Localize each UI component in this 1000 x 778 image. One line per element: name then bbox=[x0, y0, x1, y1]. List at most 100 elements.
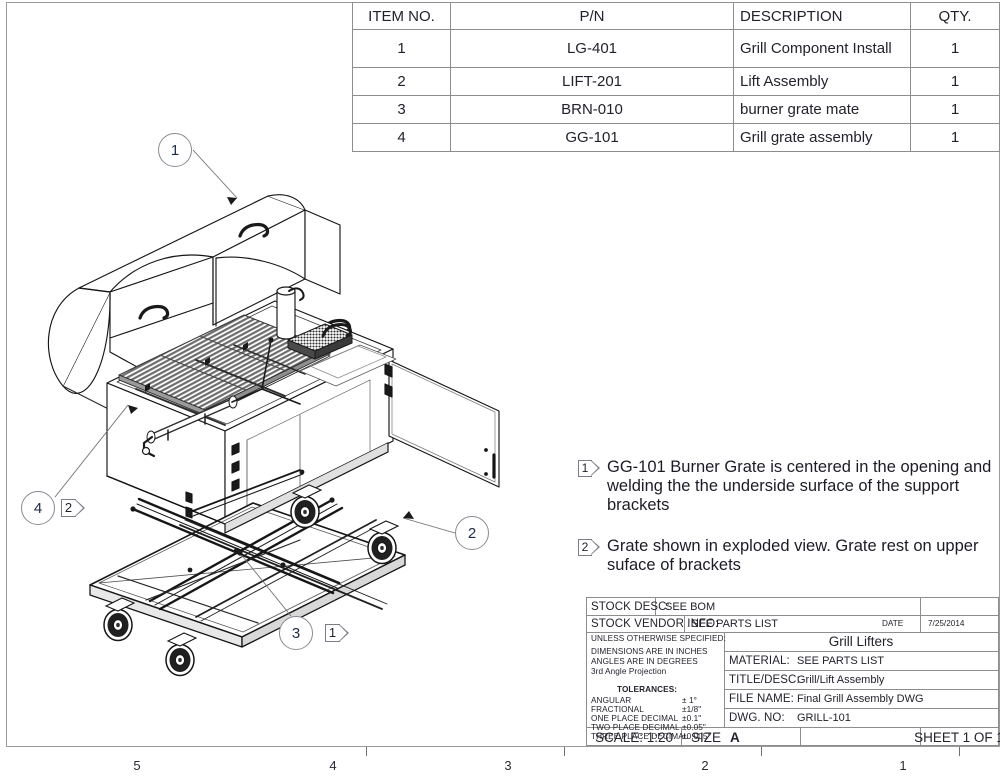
tolerance-label-angular: ANGULAR bbox=[591, 695, 632, 705]
material-value: SEE PARTS LIST bbox=[797, 654, 885, 667]
table-row: 1 LG-401 Grill Component Install 1 bbox=[352, 29, 1000, 68]
column-header-item-no: ITEM NO. bbox=[352, 2, 451, 30]
tolerance-value-three-place: ±0.005" bbox=[682, 731, 711, 741]
balloon-callout-4[interactable]: 4 bbox=[21, 491, 55, 525]
table-row: 4 GG-101 Grill grate assembly 1 bbox=[352, 123, 1000, 152]
cell-pn: GG-101 bbox=[450, 123, 734, 152]
tolerance-value-angular: ± 1° bbox=[682, 695, 697, 705]
tb-rule bbox=[655, 598, 656, 615]
note-item: 1 GG-101 Burner Grate is centered in the… bbox=[578, 458, 996, 515]
cell-description: burner grate mate bbox=[733, 95, 911, 124]
tolerances-heading: TOLERANCES: bbox=[617, 685, 678, 694]
zone-tick bbox=[959, 747, 960, 756]
tolerance-label-one-place: ONE PLACE DECIMAL bbox=[591, 713, 679, 723]
drawing-flag-2[interactable]: 2 bbox=[61, 499, 85, 517]
cell-qty: 1 bbox=[910, 67, 1000, 96]
tb-rule bbox=[587, 632, 998, 633]
zone-label-5: 5 bbox=[133, 758, 141, 773]
column-header-pn: P/N bbox=[450, 2, 734, 30]
note-flag-1: 1 bbox=[578, 460, 600, 477]
tolerance-label-fractional: FRACTIONAL bbox=[591, 704, 644, 714]
note-item: 2 Grate shown in exploded view. Grate re… bbox=[578, 537, 996, 575]
tb-rule bbox=[920, 727, 921, 747]
tolerance-value-fractional: ±1/8" bbox=[682, 704, 702, 714]
cell-qty: 1 bbox=[910, 123, 1000, 152]
column-header-description: DESCRIPTION bbox=[733, 2, 911, 30]
zone-label-4: 4 bbox=[329, 758, 337, 773]
sheet-border-bottom bbox=[6, 746, 1000, 747]
tolerance-value-two-place: ±0.05" bbox=[682, 722, 706, 732]
scale-value: SCALE: 1:20 bbox=[594, 729, 674, 745]
sheet-border-left bbox=[6, 2, 7, 747]
title-block: STOCK DESC: SEE BOM STOCK VENDOR INFO: S… bbox=[586, 597, 1000, 747]
flag-number: 1 bbox=[581, 461, 589, 475]
cell-pn: LIFT-201 bbox=[450, 67, 734, 96]
company-name: Grill Lifters bbox=[828, 634, 894, 649]
table-header-row: ITEM NO. P/N DESCRIPTION QTY. bbox=[352, 2, 1000, 30]
tb-rule bbox=[587, 727, 998, 728]
balloon-callout-2[interactable]: 2 bbox=[455, 516, 489, 550]
flag-tip-inner bbox=[591, 461, 598, 475]
dwg-no-value: GRILL-101 bbox=[797, 711, 851, 724]
flag-tip-inner bbox=[339, 625, 347, 641]
date-label: DATE bbox=[882, 619, 904, 628]
flag-number: 2 bbox=[64, 500, 73, 515]
cell-description: Grill grate assembly bbox=[733, 123, 911, 152]
cell-description: Lift Assembly bbox=[733, 67, 911, 96]
stock-desc-label: STOCK DESC: bbox=[591, 600, 670, 613]
table-row: 2 LIFT-201 Lift Assembly 1 bbox=[352, 67, 1000, 96]
isometric-assembly-view bbox=[47, 149, 500, 677]
note-text: GG-101 Burner Grate is centered in the o… bbox=[607, 458, 992, 514]
file-name-label: FILE NAME: bbox=[729, 692, 794, 705]
tb-rule bbox=[724, 670, 998, 671]
flag-box bbox=[61, 499, 76, 517]
title-desc-value: Grill/Lift Assembly bbox=[797, 673, 885, 686]
note-flag-2: 2 bbox=[578, 539, 600, 556]
file-name-value: Final Grill Assembly DWG bbox=[797, 692, 924, 705]
dwg-no-label: DWG. NO: bbox=[729, 711, 785, 724]
balloon-callout-3[interactable]: 3 bbox=[279, 616, 313, 650]
cell-pn: BRN-010 bbox=[450, 95, 734, 124]
tb-rule bbox=[681, 727, 682, 747]
drawing-notes: 1 GG-101 Burner Grate is centered in the… bbox=[578, 458, 996, 597]
tb-rule bbox=[724, 689, 998, 690]
tb-rule bbox=[724, 651, 998, 652]
size-value: A bbox=[730, 729, 740, 745]
zone-label-2: 2 bbox=[701, 758, 709, 773]
tolerance-label-two-place: TWO PLACE DECIMAL bbox=[591, 722, 680, 732]
flag-number: 1 bbox=[328, 625, 337, 640]
zone-label-3: 3 bbox=[504, 758, 512, 773]
date-value: 7/25/2014 bbox=[928, 619, 965, 628]
flag-tip-inner bbox=[591, 540, 598, 554]
size-label: SIZE bbox=[691, 729, 722, 745]
zone-tick bbox=[366, 747, 367, 756]
stock-vendor-label: STOCK VENDOR INFO: bbox=[591, 617, 719, 630]
balloon-callout-1[interactable]: 1 bbox=[158, 133, 192, 167]
stock-vendor-value: SEE PARTS LIST bbox=[691, 617, 779, 630]
sheet-value: SHEET 1 OF 1 bbox=[914, 729, 1000, 745]
material-label: MATERIAL: bbox=[729, 654, 790, 667]
zone-tick bbox=[761, 747, 762, 756]
cell-item-no: 3 bbox=[352, 95, 451, 124]
cell-item-no: 1 bbox=[352, 29, 451, 68]
tolerance-label-three-place: THREE PLACE DECIMAL bbox=[591, 731, 689, 741]
tb-rule bbox=[800, 727, 801, 747]
cell-item-no: 2 bbox=[352, 67, 451, 96]
zone-tick bbox=[564, 747, 565, 756]
spec-line-1: DIMENSIONS ARE IN INCHES bbox=[591, 647, 708, 656]
note-text: Grate shown in exploded view. Grate rest… bbox=[607, 537, 979, 574]
drawing-flag-1[interactable]: 1 bbox=[325, 624, 349, 642]
column-header-qty: QTY. bbox=[910, 2, 1000, 30]
flag-box bbox=[325, 624, 340, 642]
tb-rule bbox=[684, 615, 685, 632]
spec-line-2: ANGLES ARE IN DEGREES bbox=[591, 657, 698, 666]
stock-desc-value: SEE BOM bbox=[665, 600, 716, 613]
cell-pn: LG-401 bbox=[450, 29, 734, 68]
cell-qty: 1 bbox=[910, 29, 1000, 68]
spec-line-3: 3rd Angle Projection bbox=[591, 667, 667, 676]
cell-item-no: 4 bbox=[352, 123, 451, 152]
tb-rule bbox=[724, 632, 725, 727]
flag-tip-inner bbox=[75, 500, 83, 516]
tb-rule bbox=[587, 615, 998, 616]
